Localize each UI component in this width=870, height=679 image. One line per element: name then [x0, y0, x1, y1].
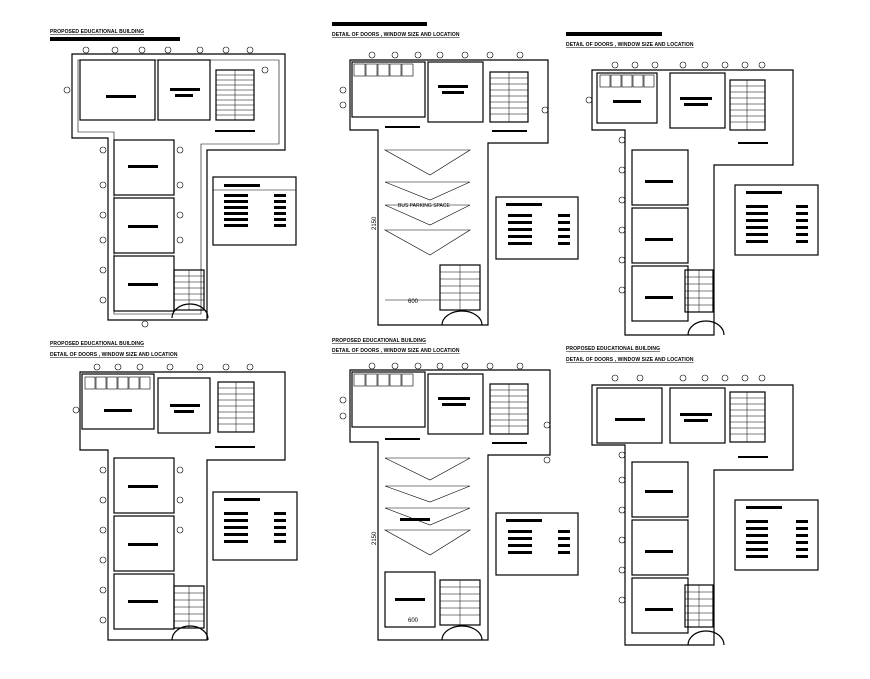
plan-2-dim-horizontal: 600	[408, 299, 419, 305]
plan-6-stair	[729, 391, 766, 443]
plan-1-schedule-table	[212, 176, 297, 246]
plan-6-room	[596, 387, 663, 444]
plan-4-room	[157, 377, 211, 434]
plan-3-outer-wall	[591, 69, 794, 336]
plan-2-title-bar	[332, 22, 427, 26]
plan-6-classroom	[631, 577, 689, 634]
plan-1-room-label	[128, 225, 158, 228]
plan-3-classroom	[631, 265, 689, 322]
plan-4-schedule-table	[212, 491, 298, 561]
plan-4: PROPOSED EDUCATIONAL BUILDING DETAIL OF …	[50, 341, 298, 641]
plan-5: PROPOSED EDUCATIONAL BUILDING DETAIL OF …	[332, 338, 579, 641]
plan-1-room-label	[106, 95, 136, 98]
plan-4-toilet-block	[81, 373, 155, 430]
plan-5-dim-horizontal: 600	[408, 618, 419, 624]
plan-2-room-label	[438, 85, 468, 88]
plan-1-room	[157, 59, 211, 121]
plan-1-title: PROPOSED EDUCATIONAL BUILDING	[50, 29, 144, 35]
plan-5-room	[427, 373, 484, 435]
plan-3-toilet-block	[596, 72, 658, 124]
plan-1-room-label	[175, 94, 193, 97]
plan-1-table-header	[224, 184, 260, 187]
plan-1-title-bar	[50, 37, 180, 41]
plan-2-toilet-block	[351, 61, 426, 118]
plan-6-schedule-table	[734, 499, 819, 571]
plan-4-subtitle: DETAIL OF DOORS , WINDOW SIZE AND LOCATI…	[50, 352, 178, 358]
plan-5-title: PROPOSED EDUCATIONAL BUILDING	[332, 338, 426, 344]
plan-3-title-bar	[566, 32, 662, 36]
plan-1-label	[215, 130, 255, 132]
plan-6-outer-wall	[591, 384, 794, 646]
plan-2-dim-vertical: 2150	[372, 216, 378, 230]
plan-1-arch	[171, 303, 209, 319]
plan-3-stair	[729, 79, 766, 131]
plan-1-room-label	[128, 283, 158, 286]
plan-4-classroom	[113, 515, 175, 572]
plan-3-room	[669, 72, 726, 129]
plan-2-outer-wall	[349, 59, 549, 326]
plan-5-schedule-table	[495, 512, 579, 576]
plan-6-classroom	[631, 461, 689, 518]
plan-4-outer-wall	[79, 371, 286, 641]
plan-1-inner-wall	[77, 59, 280, 315]
plan-2-parking-bays	[383, 149, 472, 256]
plan-2-toilets	[353, 63, 414, 77]
plan-2-schedule-table	[495, 196, 579, 260]
plan-2-title: DETAIL OF DOORS , WINDOW SIZE AND LOCATI…	[332, 32, 460, 38]
plan-3: DETAIL OF DOORS , WINDOW SIZE AND LOCATI…	[566, 32, 819, 336]
plan-2: DETAIL OF DOORS , WINDOW SIZE AND LOCATI…	[332, 22, 579, 326]
plan-6: PROPOSED EDUCATIONAL BUILDING DETAIL OF …	[566, 346, 819, 646]
plan-6-classroom	[631, 519, 689, 576]
plan-6-room	[669, 387, 726, 444]
plan-1-classroom	[113, 139, 175, 196]
plan-1-table-rows	[224, 194, 286, 227]
plan-1-window-markers	[63, 46, 269, 328]
plan-3-classroom	[631, 149, 689, 206]
plan-1-stair-treads	[216, 70, 254, 120]
plan-1-outer-wall	[71, 53, 286, 321]
plan-5-toilet-block	[351, 371, 426, 428]
plan-6-subtitle: DETAIL OF DOORS , WINDOW SIZE AND LOCATI…	[566, 357, 694, 363]
plan-3-title: DETAIL OF DOORS , WINDOW SIZE AND LOCATI…	[566, 42, 694, 48]
plan-6-title: PROPOSED EDUCATIONAL BUILDING	[566, 346, 660, 352]
plan-1-room-label	[170, 88, 200, 91]
plan-2-room	[427, 61, 484, 123]
plan-2-center-label: BUS PARKING SPACE	[398, 203, 450, 209]
plan-1-room	[79, 59, 156, 121]
plan-5-subtitle: DETAIL OF DOORS , WINDOW SIZE AND LOCATI…	[332, 348, 460, 354]
plan-1-room-label	[128, 165, 158, 168]
plan-1-classroom	[113, 197, 175, 254]
plan-3-classroom	[631, 207, 689, 264]
plan-1-stair-treads	[174, 270, 204, 310]
plan-4-title: PROPOSED EDUCATIONAL BUILDING	[50, 341, 144, 347]
plan-3-schedule-table	[734, 184, 819, 256]
plan-5-outer-wall	[349, 369, 551, 641]
plan-5-room	[384, 571, 436, 628]
plan-1: PROPOSED EDUCATIONAL BUILDING	[50, 29, 297, 328]
plan-5-dim-vertical: 2150	[372, 531, 378, 545]
plan-4-classroom	[113, 457, 175, 514]
